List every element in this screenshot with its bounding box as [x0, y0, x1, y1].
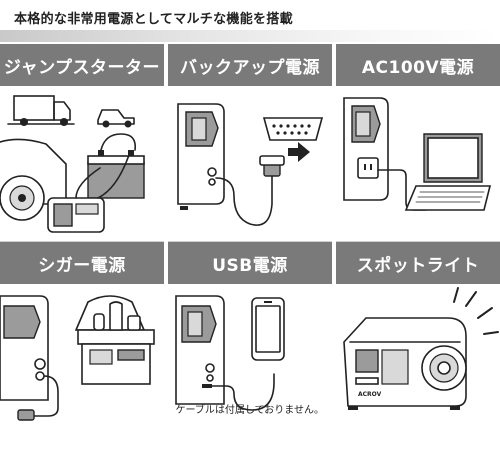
feature-grid: ジャンプスターター [0, 44, 500, 440]
usb-cable-note: ケーブルは付属しておりません。 [175, 405, 325, 416]
cigarette-socket-cooler-illustration [0, 295, 155, 421]
jump-starter-illustration [0, 95, 145, 233]
panel-backup-power: バックアップ電源 [168, 44, 332, 242]
panel-title: シガー電源 [0, 242, 164, 284]
panel-ac100v: AC100V電源 [336, 44, 500, 242]
panel-title: ジャンプスターター [0, 44, 164, 86]
panel-usb-power: USB電源 ケーブルは付属しておりません。 [168, 242, 332, 440]
panel-cigarette-socket: シガー電源 [0, 242, 164, 440]
usb-smartphone-illustration [175, 295, 285, 411]
panel-title: スポットライト [336, 242, 500, 284]
spotlight-illustration: ACROV [343, 287, 499, 410]
device-logo: ACROV [358, 391, 382, 398]
panel-title: バックアップ電源 [168, 44, 332, 86]
backup-power-illustration [177, 103, 324, 226]
panel-title: USB電源 [168, 242, 332, 284]
panel-jump-starter: ジャンプスターター [0, 44, 164, 242]
heading-rule [0, 30, 500, 42]
panel-title: AC100V電源 [336, 44, 500, 86]
ac100v-laptop-illustration [343, 97, 492, 211]
page-heading: 本格的な非常用電源としてマルチな機能を搭載 [14, 12, 293, 27]
panel-spotlight: スポットライト ACROV [336, 242, 500, 440]
